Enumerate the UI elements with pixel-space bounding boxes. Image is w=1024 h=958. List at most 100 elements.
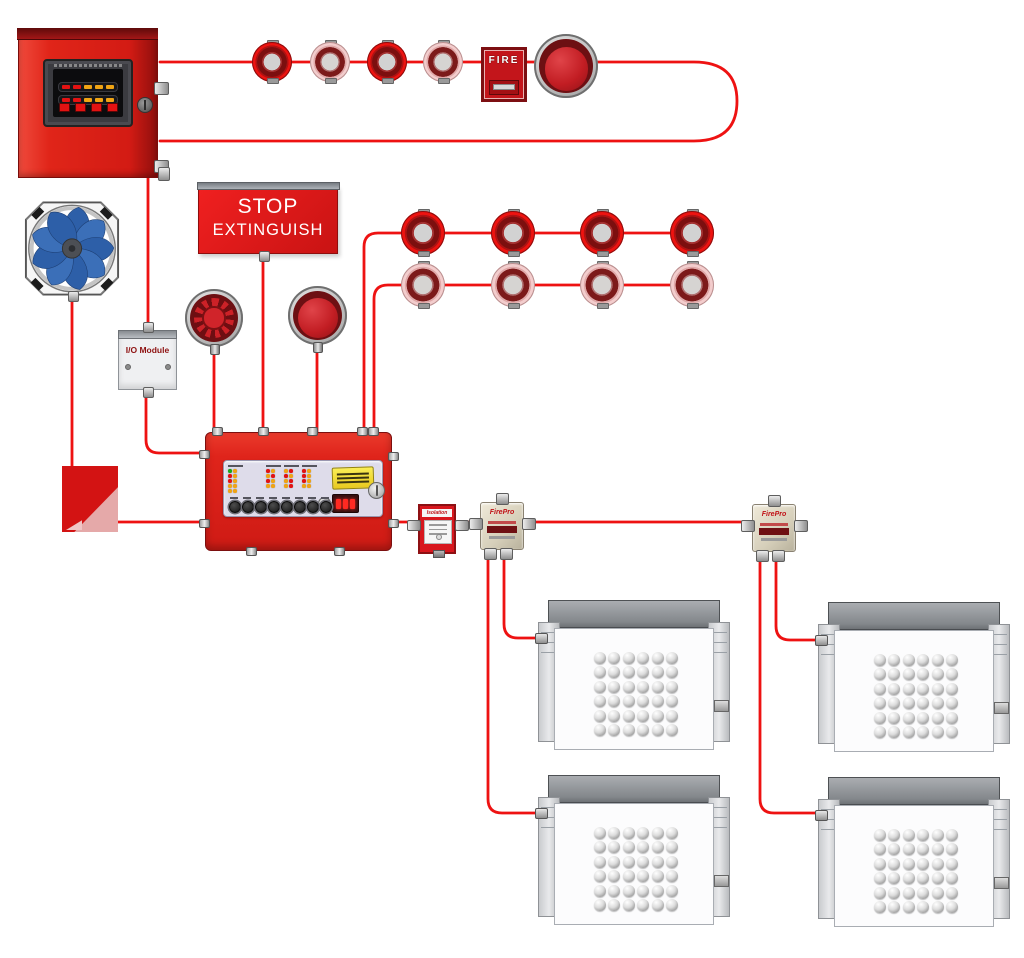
- detector-face: [401, 263, 445, 307]
- discharge-nozzle: [666, 841, 678, 854]
- cable-gland: [535, 808, 548, 819]
- led-dots: [284, 469, 297, 489]
- isolation-instructions: [424, 520, 452, 544]
- indicator-led: [62, 85, 70, 89]
- control-button: [229, 501, 241, 513]
- status-led: [307, 479, 311, 483]
- firepro-junction-box: FirePro: [741, 495, 808, 562]
- indicator-row: [58, 95, 118, 105]
- call-point-label: FIRE: [488, 55, 520, 66]
- discharge-nozzle: [651, 652, 664, 664]
- discharge-nozzle: [946, 682, 958, 695]
- cable-gland: [158, 167, 170, 181]
- smoke-detector: [580, 261, 624, 309]
- display-digit: [336, 498, 341, 509]
- cable-gland: [368, 427, 379, 436]
- smoke-detector: [670, 261, 714, 309]
- status-led: [271, 484, 275, 488]
- panel-display: [43, 59, 133, 127]
- discharge-nozzle: [594, 666, 606, 679]
- main-keyswitch: [368, 482, 385, 499]
- discharge-nozzle: [637, 870, 650, 883]
- discharge-nozzle: [902, 711, 915, 724]
- discharge-nozzle: [931, 668, 944, 681]
- status-led: [289, 479, 293, 483]
- status-led: [233, 479, 237, 483]
- indicator-led: [84, 85, 92, 89]
- discharge-nozzle: [946, 872, 958, 885]
- discharge-nozzle: [651, 841, 664, 854]
- discharge-nozzle: [622, 709, 635, 722]
- discharge-nozzle: [651, 695, 664, 708]
- discharge-nozzle: [637, 652, 650, 664]
- discharge-nozzle: [594, 899, 606, 911]
- discharge-nozzle: [931, 726, 944, 738]
- door-lock: [137, 97, 153, 113]
- discharge-nozzle: [902, 829, 915, 841]
- discharge-nozzle: [946, 829, 958, 841]
- discharge-nozzle: [651, 884, 664, 897]
- display-digit: [343, 498, 348, 509]
- activation-connector: [994, 877, 1009, 889]
- detector-face: [580, 263, 624, 307]
- discharge-nozzle: [888, 857, 901, 870]
- wire-zone1-circuit: [362, 231, 694, 435]
- discharge-nozzle: [902, 901, 915, 913]
- status-led: [228, 484, 232, 488]
- control-button: [268, 501, 280, 513]
- discharge-nozzle: [902, 872, 915, 885]
- status-led: [228, 474, 232, 478]
- junction-band: [761, 538, 787, 541]
- control-button: [255, 501, 267, 513]
- status-led: [302, 479, 306, 483]
- status-led: [284, 474, 288, 478]
- cable-gland: [469, 518, 483, 530]
- cable-gland: [815, 635, 828, 646]
- panel-button-row: [53, 103, 123, 112]
- cable-gland: [772, 550, 785, 562]
- discharge-nozzle: [637, 680, 650, 693]
- led-dots: [302, 469, 315, 489]
- cable-gland: [484, 548, 497, 560]
- status-led: [302, 469, 306, 473]
- isolation-label: Isolation: [422, 509, 452, 517]
- activation-connector: [714, 700, 729, 712]
- discharge-nozzle: [888, 682, 901, 695]
- releasing-control-panel: [199, 427, 399, 556]
- discharge-nozzle: [622, 695, 635, 708]
- indicator-led: [84, 98, 92, 102]
- smoke-detector: [401, 209, 445, 257]
- discharge-nozzle: [946, 726, 958, 738]
- discharge-nozzle: [931, 886, 944, 899]
- discharge-nozzle: [637, 841, 650, 854]
- detector-face: [310, 42, 350, 82]
- discharge-nozzle: [917, 901, 930, 913]
- discharge-nozzle: [917, 682, 930, 695]
- activation-connector: [994, 702, 1009, 714]
- discharge-nozzle: [931, 682, 944, 695]
- discharge-nozzle: [931, 829, 944, 841]
- discharge-nozzle: [608, 899, 621, 911]
- discharge-nozzle: [608, 680, 621, 693]
- led-group: [284, 465, 299, 489]
- indicator-led: [95, 85, 103, 89]
- status-led: [271, 479, 275, 483]
- detector-face: [491, 211, 535, 255]
- discharge-nozzle: [666, 870, 678, 883]
- discharge-nozzle: [917, 829, 930, 841]
- display-digit: [350, 498, 355, 509]
- discharge-nozzle: [594, 695, 606, 708]
- aerosol-generator: [535, 600, 733, 750]
- discharge-nozzle: [902, 726, 915, 738]
- io-module-label: I/O Module: [125, 345, 170, 355]
- discharge-nozzle: [666, 652, 678, 664]
- discharge-nozzle: [622, 666, 635, 679]
- discharge-nozzle: [917, 843, 930, 856]
- discharge-nozzle: [594, 709, 606, 722]
- discharge-nozzle: [651, 724, 664, 736]
- siren-core: [202, 306, 226, 330]
- led-dots: [266, 469, 279, 489]
- status-led: [233, 469, 237, 473]
- status-led: [266, 474, 270, 478]
- discharge-nozzle: [874, 872, 886, 885]
